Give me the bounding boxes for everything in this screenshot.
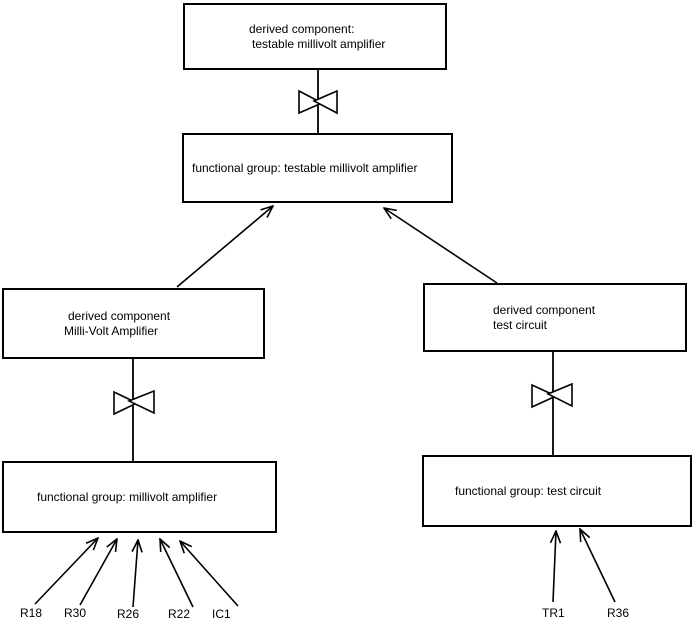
box-derived-millivolt-amplifier: derived component Milli-Volt Amplifier [2, 288, 265, 359]
box-label-line: derived component: [249, 21, 355, 36]
box-label-line: test circuit [493, 317, 548, 332]
box-derived-test-circuit: derived component test circuit [423, 283, 687, 352]
box-label-line: derived component [493, 302, 596, 317]
box-label: functional group: testable millivolt amp… [192, 160, 418, 175]
box-label-line: testable millivolt amplifier [252, 36, 386, 51]
leaf-label-r30: R30 [64, 606, 87, 620]
box-functional-testable-amplifier: functional group: testable millivolt amp… [182, 133, 453, 203]
box-derived-testable-amplifier: derived component: testable millivolt am… [183, 3, 447, 70]
leaf-label-r36: R36 [607, 606, 630, 620]
arrow-r18 [34, 538, 98, 605]
box-label: functional group: test circuit [455, 483, 602, 498]
bowtie-icon-left [113, 389, 155, 416]
leaf-label-r22: R22 [168, 607, 191, 621]
box-label: functional group: millivolt amplifier [37, 489, 218, 504]
box-label-line: derived component [68, 308, 171, 323]
arrow-derived-tc-to-functional-testable [384, 208, 498, 284]
arrow-tr1 [553, 531, 556, 603]
arrow-r36 [580, 529, 616, 603]
arrow-r26 [133, 540, 138, 608]
box-functional-test-circuit: functional group: test circuit [422, 455, 692, 527]
box-functional-millivolt-amplifier: functional group: millivolt amplifier [2, 461, 277, 533]
arrow-r22 [160, 539, 194, 608]
arrow-r30 [79, 539, 117, 606]
leaf-label-r18: R18 [20, 606, 43, 620]
leaf-label-tr1: TR1 [542, 606, 565, 620]
bowtie-icon-top [298, 89, 338, 115]
leaf-label-r26: R26 [117, 607, 140, 621]
box-label-line: Milli-Volt Amplifier [64, 323, 159, 338]
bowtie-icon-right [531, 382, 573, 409]
arrow-ic1 [180, 541, 239, 607]
leaf-label-ic1: IC1 [212, 607, 231, 621]
arrow-derived-mva-to-functional-testable [176, 206, 273, 288]
